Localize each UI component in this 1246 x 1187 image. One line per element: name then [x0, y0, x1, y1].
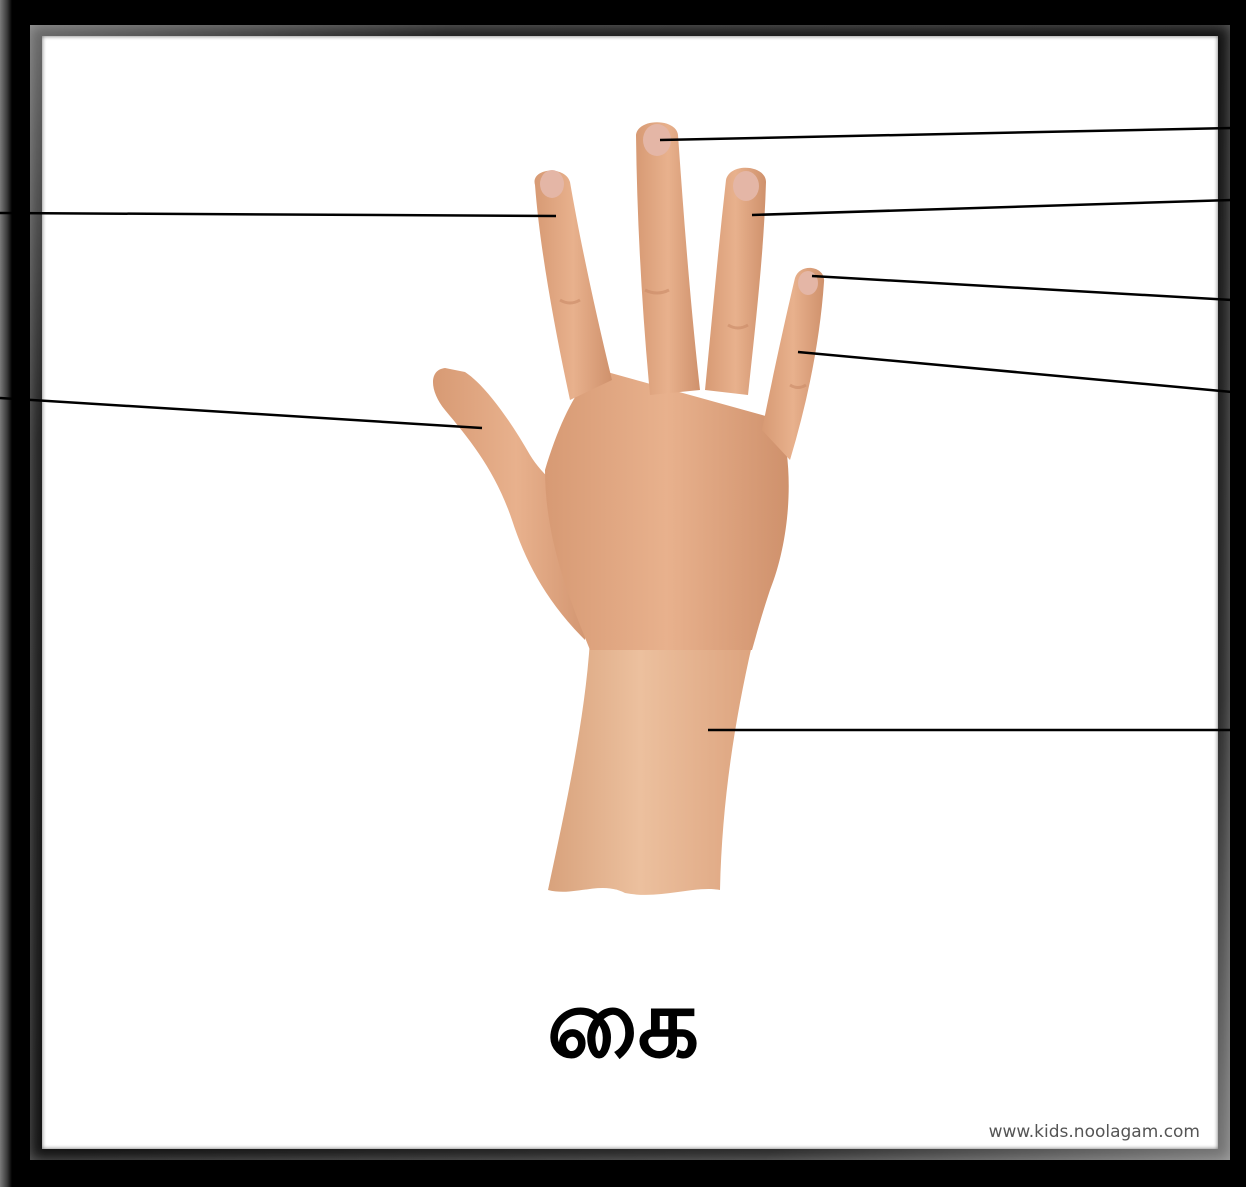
pointer-ring-finger [752, 200, 1232, 215]
pointer-thumb [0, 398, 482, 428]
pointer-little-finger-tip [812, 276, 1232, 300]
ring-nail [733, 171, 759, 201]
ring-finger-shape [705, 168, 766, 395]
tamil-word: கை [0, 975, 1246, 1071]
pointer-index-finger [0, 213, 556, 216]
site-credit: www.kids.noolagam.com [989, 1122, 1200, 1142]
little-finger-shape [762, 268, 824, 460]
little-nail [798, 271, 818, 295]
middle-finger-shape [636, 122, 700, 395]
pointer-little-finger [798, 352, 1232, 392]
hand-illustration [433, 122, 824, 895]
pointer-middle-finger [660, 128, 1232, 140]
palm-shape [545, 370, 789, 650]
index-nail [540, 170, 564, 198]
forearm-shape [548, 640, 752, 895]
index-finger-shape [535, 171, 612, 400]
